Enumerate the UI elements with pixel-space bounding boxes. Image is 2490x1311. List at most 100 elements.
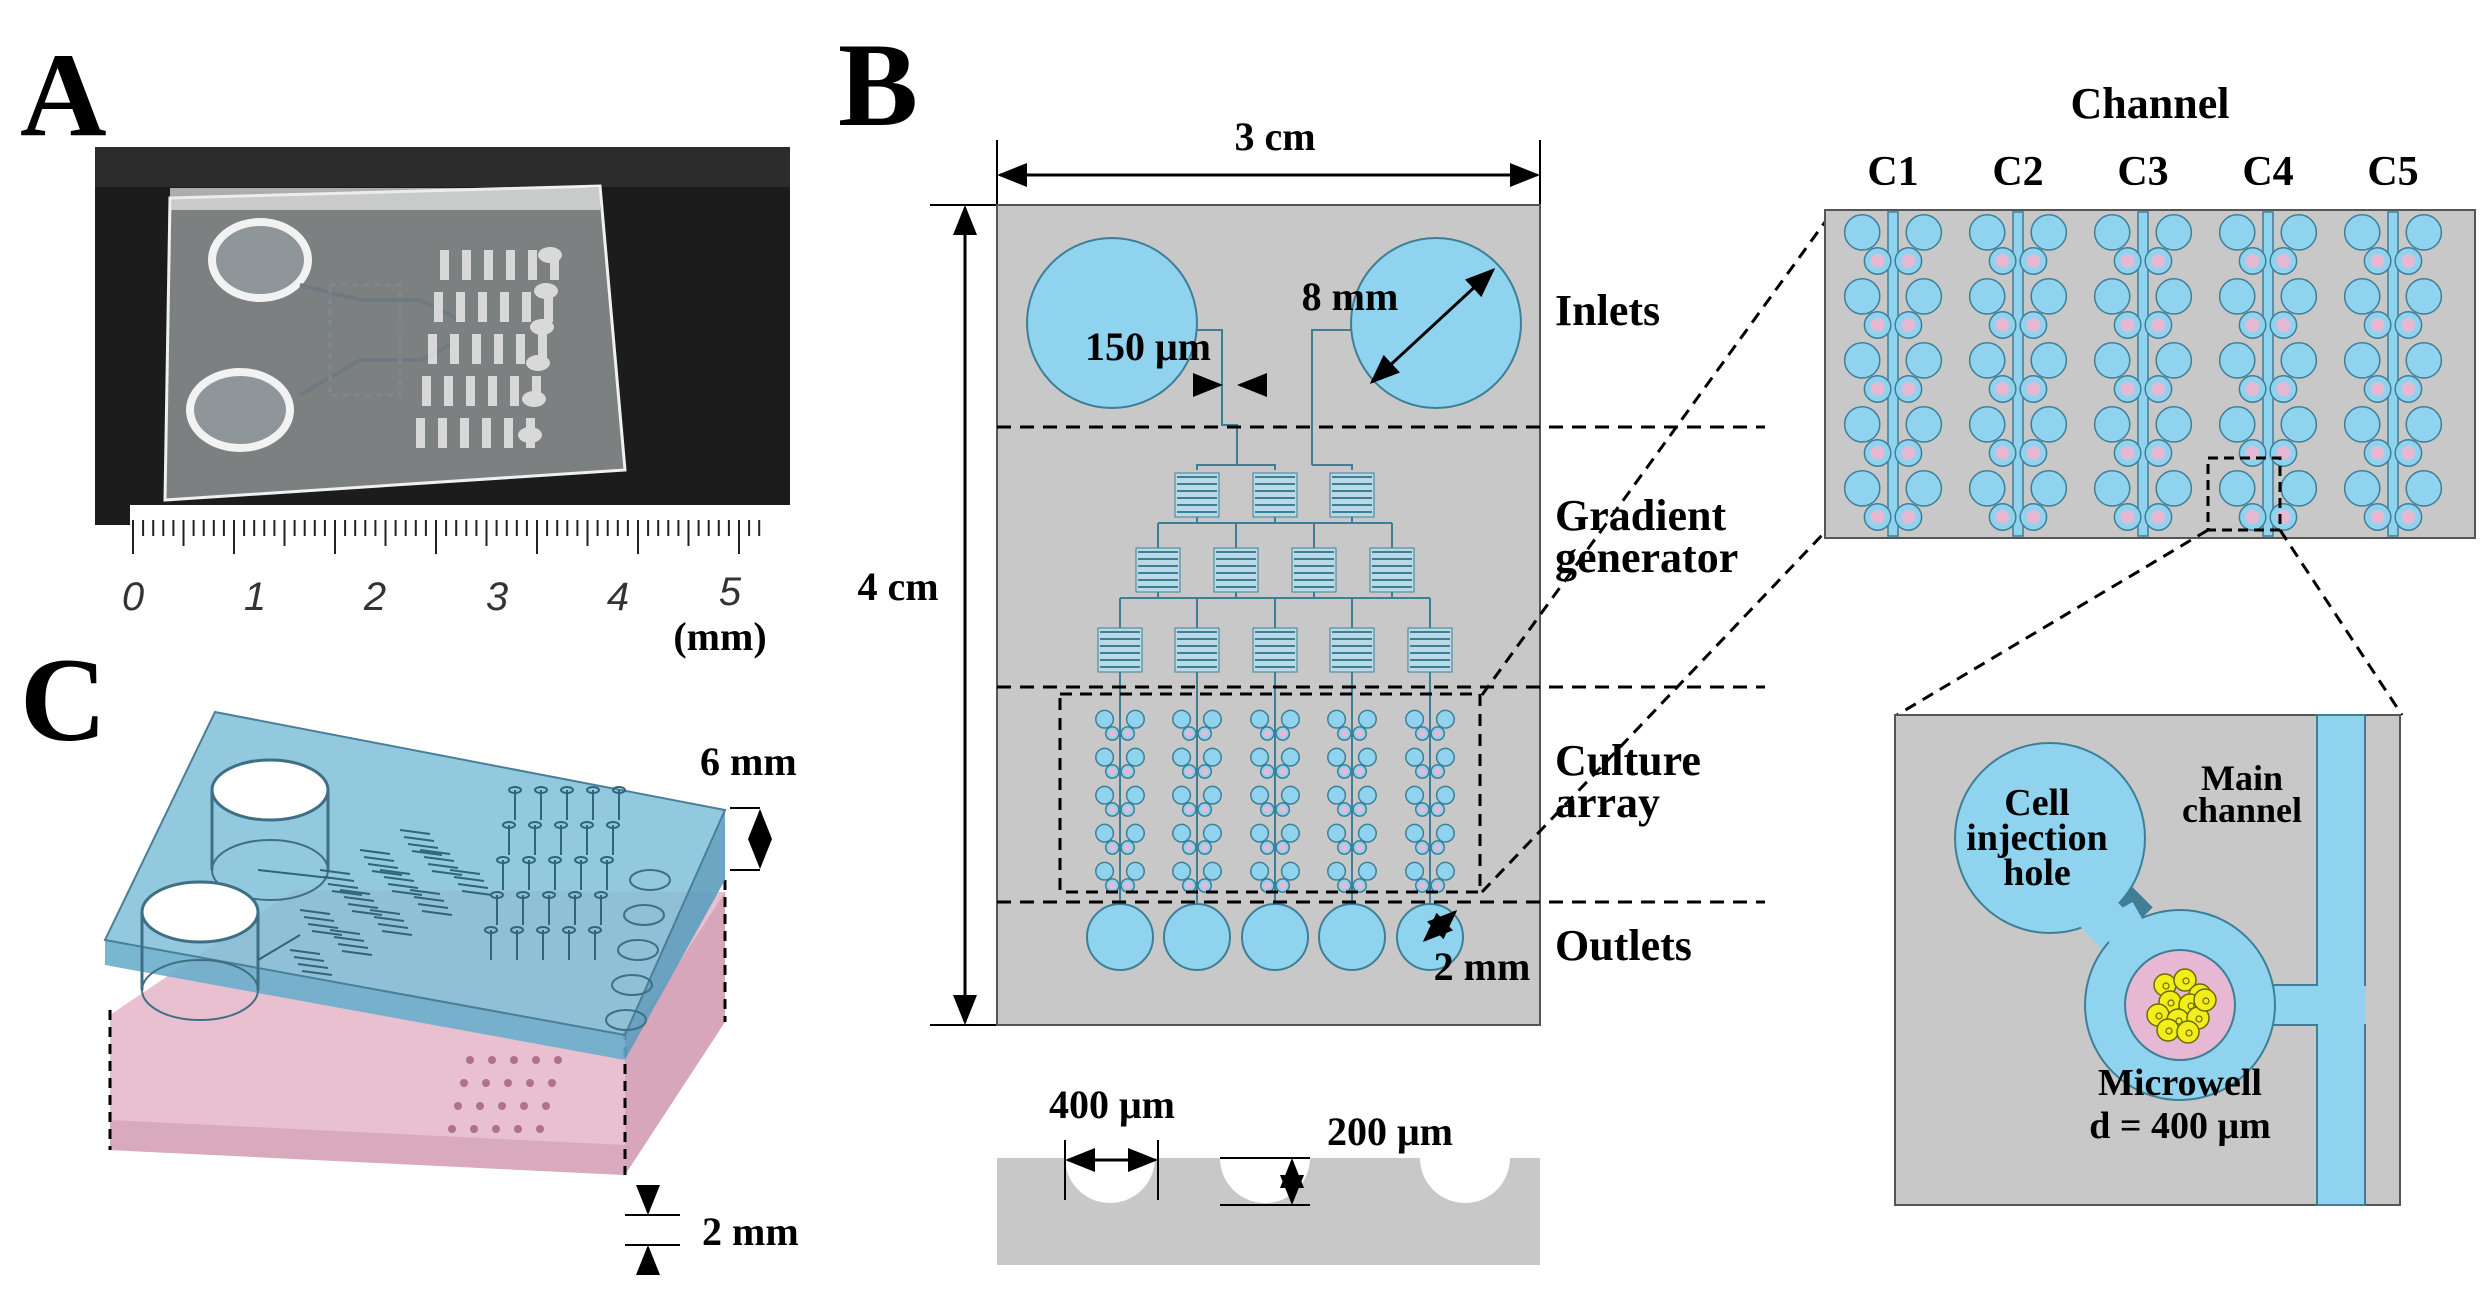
serpentine — [409, 889, 441, 895]
injection-hole — [2155, 214, 2193, 251]
microwell — [1356, 843, 1364, 852]
injection-hole — [1125, 823, 1145, 843]
serpentine — [337, 943, 369, 949]
microwell — [1901, 445, 1916, 461]
microwell — [2120, 445, 2135, 461]
serpentine — [411, 850, 443, 856]
serpentine-block — [1135, 547, 1181, 593]
serpentine-block — [1407, 627, 1453, 673]
injection-hole — [2218, 470, 2256, 507]
post-cap — [516, 891, 530, 899]
post-cap — [502, 821, 516, 829]
chip-width-label: 3 cm — [1234, 114, 1315, 159]
injection-hole — [2343, 342, 2381, 379]
microwell-dot — [466, 1056, 474, 1064]
post-cap — [562, 926, 576, 934]
microwell — [2401, 509, 2416, 525]
injection-hole — [1435, 823, 1455, 843]
microwell — [2401, 445, 2416, 461]
cell-nucleus — [2202, 997, 2210, 1005]
injection-hole — [2030, 214, 2068, 251]
cell-nucleus — [2175, 1017, 2183, 1025]
injection-hole — [1968, 214, 2006, 251]
serpentine — [453, 876, 485, 882]
main-channel-line1: Main — [2201, 758, 2283, 798]
inlet-left — [1026, 237, 1198, 409]
microwell — [2276, 317, 2291, 333]
top-layer-thickness: 6 mm — [700, 739, 797, 784]
injection-hole — [1357, 823, 1377, 843]
microwell-dot — [454, 1102, 462, 1110]
injection-hole — [2280, 470, 2318, 507]
microwell — [1901, 381, 1916, 397]
injection-hole — [2030, 278, 2068, 315]
serpentine — [301, 970, 333, 976]
injection-hole — [1280, 747, 1300, 767]
injection-hole — [1172, 747, 1192, 767]
post-cap — [580, 821, 594, 829]
injection-hole — [2280, 278, 2318, 315]
channel-label-c1: C1 — [1867, 149, 1918, 195]
inlet-diameter-label: 8 mm — [1302, 274, 1399, 319]
hole-label-line2: injection — [1966, 817, 2107, 859]
injection-hole — [1968, 406, 2006, 443]
injection-hole — [1202, 709, 1222, 729]
microwell — [2026, 445, 2041, 461]
microwell — [2026, 317, 2041, 333]
microwell-dot — [526, 1079, 534, 1087]
culture-array — [1095, 709, 1455, 893]
microwell — [1340, 767, 1348, 776]
injection-hole — [1172, 785, 1192, 805]
microwell-dot — [504, 1079, 512, 1087]
injection-hole — [1172, 823, 1192, 843]
injection-hole — [2405, 470, 2443, 507]
microwell — [1201, 805, 1209, 814]
injection-hole — [1327, 861, 1347, 881]
injection-hole — [1357, 785, 1377, 805]
microwell — [2120, 317, 2135, 333]
injection-hole — [1250, 709, 1270, 729]
microwell — [1901, 509, 1916, 525]
microwell-detail — [1894, 714, 2401, 1206]
microwell — [2370, 445, 2385, 461]
well-width-label: 400 μm — [1049, 1082, 1175, 1127]
microwell — [2151, 445, 2166, 461]
microwell — [1124, 729, 1132, 738]
microwell — [2370, 253, 2385, 269]
microwell-dot — [510, 1056, 518, 1064]
outlet — [1318, 903, 1386, 971]
serpentine-block — [1329, 472, 1375, 518]
post — [416, 418, 425, 448]
microwell — [1124, 843, 1132, 852]
chip-height-label: 4 cm — [857, 564, 938, 609]
post — [522, 292, 531, 322]
injection-hole — [2093, 342, 2131, 379]
microwell — [1124, 767, 1132, 776]
post — [440, 250, 449, 280]
serpentine — [431, 870, 463, 876]
gradient-label-line2: generator — [1555, 533, 1738, 582]
injection-hole — [1250, 785, 1270, 805]
injection-hole — [1125, 747, 1145, 767]
main-channel — [1887, 211, 1899, 537]
microwell — [2026, 253, 2041, 269]
post-cap — [560, 786, 574, 794]
microwell-dot — [554, 1056, 562, 1064]
post-cap — [542, 891, 556, 899]
injection-hole — [1435, 785, 1455, 805]
post — [516, 334, 525, 364]
injection-hole — [2343, 278, 2381, 315]
post — [494, 334, 503, 364]
microwell — [2370, 509, 2385, 525]
panel-b-letter: B — [838, 18, 918, 151]
post — [532, 376, 541, 406]
injection-hole — [1202, 823, 1222, 843]
injection-hole — [1968, 342, 2006, 379]
post — [478, 292, 487, 322]
injection-hole — [1202, 785, 1222, 805]
microwell — [1185, 767, 1193, 776]
outlet-ring — [605, 1009, 647, 1031]
microwell-dot — [520, 1102, 528, 1110]
cell — [2193, 988, 2217, 1012]
chip-photo: 0 1 2 3 4 5 — [95, 147, 790, 619]
